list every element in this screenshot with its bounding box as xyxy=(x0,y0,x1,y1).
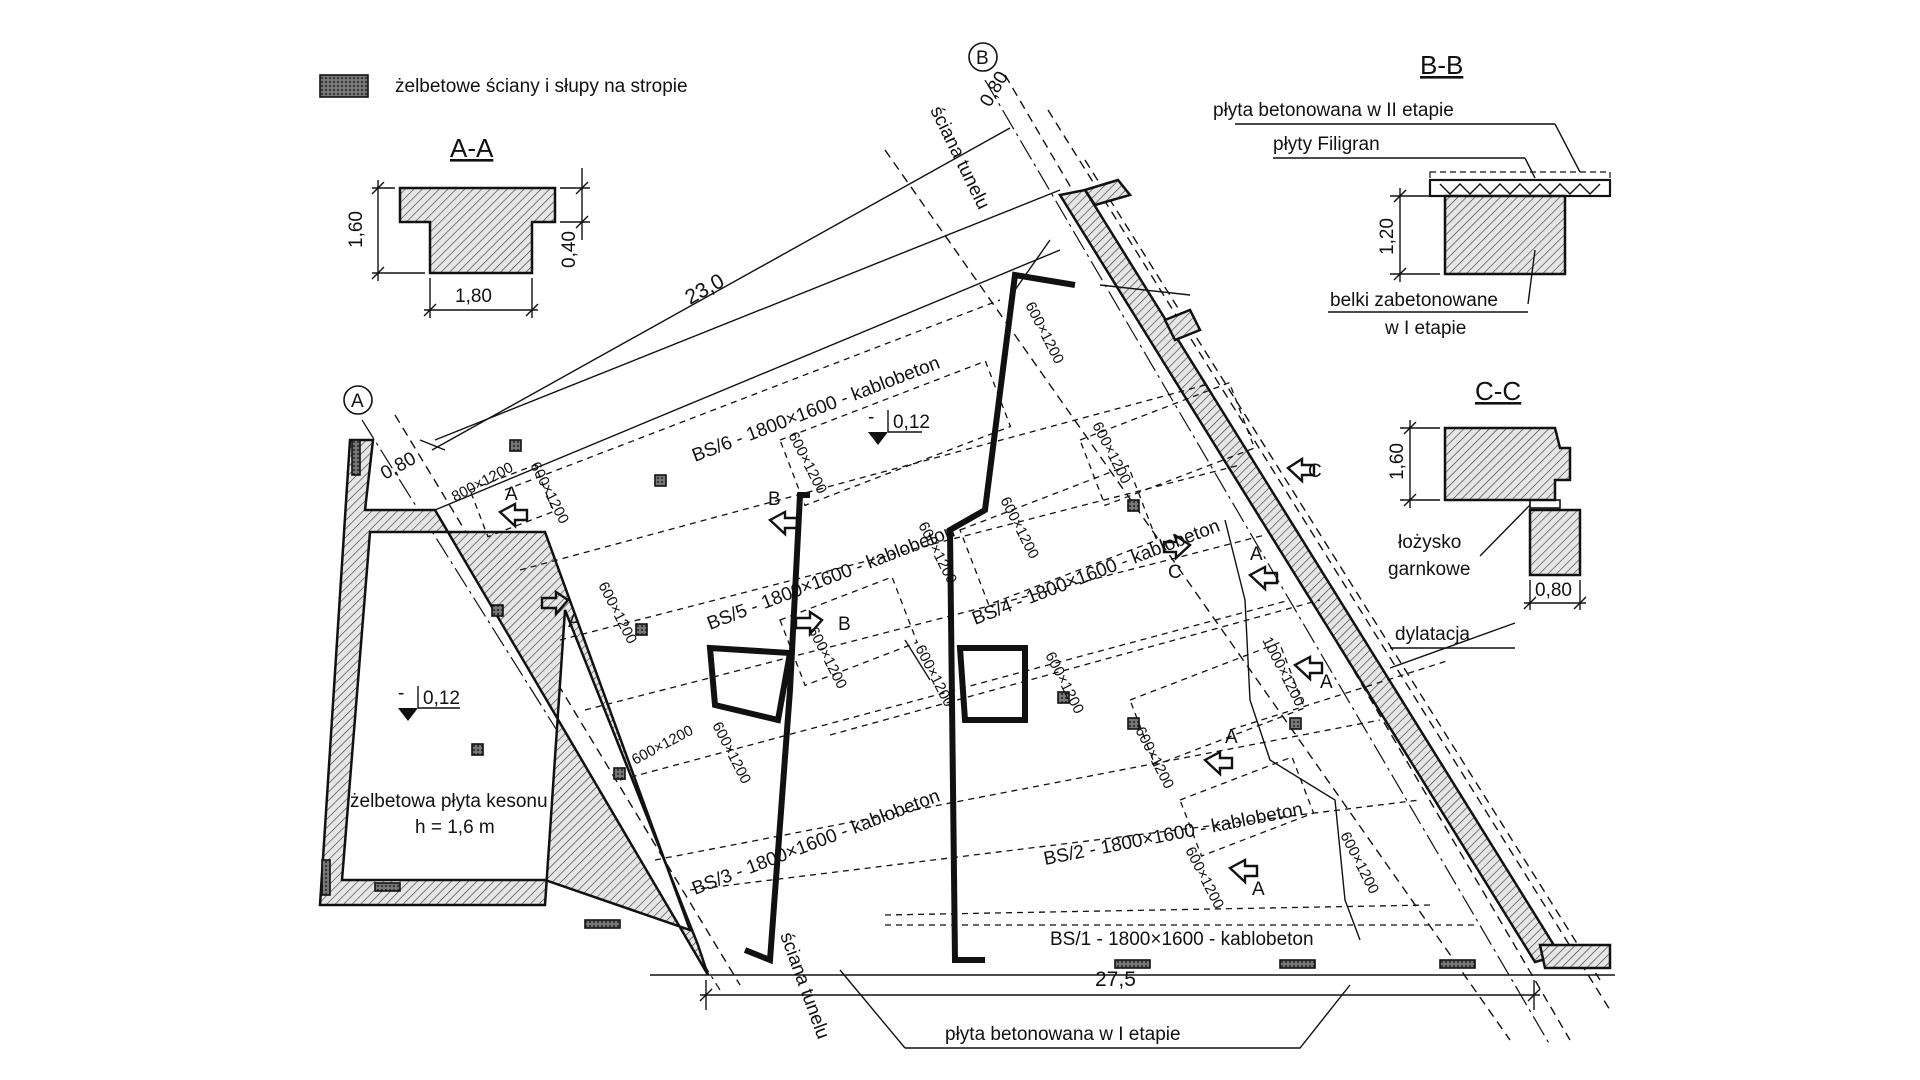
tunnel-wall-label-top: ściana tunelu xyxy=(926,103,994,213)
tunnel-wall-label-bottom: ściana tunelu xyxy=(775,930,833,1042)
section-cc-title: C-C xyxy=(1475,376,1521,406)
section-mark-a-6: A xyxy=(1252,879,1265,900)
section-mark-a-5: A xyxy=(1225,727,1238,748)
legend-swatch xyxy=(319,74,369,98)
section-mark-a-4: A xyxy=(1320,672,1333,693)
section-bb: B-B płyta betonowana w II etapie płyty F… xyxy=(1213,50,1612,339)
section-mark-a-2: A xyxy=(568,611,581,632)
section-mark-b-2: B xyxy=(838,614,851,635)
section-cc-label-bearing-2: garnkowe xyxy=(1388,559,1470,580)
dilatation-label: dylatacja xyxy=(1395,624,1470,645)
section-aa-shape xyxy=(398,186,557,275)
beam-label-bs1: BS/1 - 1800×1600 - kablobeton xyxy=(1050,929,1314,950)
beam-label-bs3: BS/3 - 1800×1600 - kablobeton xyxy=(689,786,943,900)
section-aa-dim-flange: 0,40 xyxy=(559,231,580,268)
section-aa-dim-width: 1,80 xyxy=(455,286,492,307)
tunnel-wall-inner-right xyxy=(946,271,1076,963)
caisson-label-2: h = 1,6 m xyxy=(415,817,495,838)
section-mark-a-1: A xyxy=(505,484,518,505)
dim-bottom: 27,5 xyxy=(1095,968,1136,991)
opening-label-2: 600×1200 xyxy=(594,579,640,647)
section-mark-a-3: A xyxy=(1250,544,1263,565)
level-sign-1: - xyxy=(868,407,874,428)
section-bb-label-top: płyta betonowana w II etapie xyxy=(1213,100,1454,121)
beam-label-bs5: BS/5 - 1800×1600 - kablobeton xyxy=(704,521,958,635)
level-sign-2: - xyxy=(398,683,404,704)
opening-label-13: 600×1200 xyxy=(1131,724,1177,792)
axis-b-label: B xyxy=(976,48,989,69)
section-cc: C-C 1,60 łożysko garnkowe 0,80 xyxy=(1387,376,1587,610)
opening-right xyxy=(956,645,1028,723)
opening-left xyxy=(706,644,794,724)
section-bb-label-beams-2: w I etapie xyxy=(1384,318,1466,339)
section-cc-dim-height: 1,60 xyxy=(1387,443,1408,480)
section-bb-beam xyxy=(1443,194,1567,276)
section-bb-title: B-B xyxy=(1420,50,1463,80)
section-aa: A-A 1,60 1,80 0,40 xyxy=(346,133,590,318)
section-cc-support xyxy=(1528,508,1582,577)
section-marks: A A B B C C A A A A xyxy=(497,456,1333,900)
tunnel-wall-inner-left xyxy=(743,492,810,965)
axis-a-bubble xyxy=(343,385,373,415)
section-mark-b-1: B xyxy=(768,489,781,510)
opening-label-1: 600×1200 xyxy=(526,459,572,527)
opening-label-12: 600×1200 xyxy=(1041,649,1087,717)
dim-top: 23,0 xyxy=(681,269,728,309)
axis-a-label: A xyxy=(351,391,364,412)
axis-b-bubble xyxy=(968,42,998,72)
section-bb-label-beams-1: belki zabetonowane xyxy=(1330,290,1498,311)
beam-label-bs6: BS/6 - 1800×1600 - kablobeton xyxy=(689,353,943,467)
caisson-walls xyxy=(318,438,710,976)
section-bb-label-filigran: płyty Filigran xyxy=(1273,134,1380,155)
slab-stage1-label: płyta betonowana w I etapie xyxy=(945,1024,1181,1045)
opening-label-6: 600×1200 xyxy=(708,719,754,787)
section-mark-c-2: C xyxy=(1168,562,1182,583)
opening-label-10: 600×1200 xyxy=(996,494,1042,562)
dim-b-offset: 0,80 xyxy=(976,68,1013,111)
legend: żelbetowe ściany i słupy na stropie xyxy=(319,74,688,98)
opening-label-14: 600×1200 xyxy=(1181,844,1227,912)
beam-label-bs2: BS/2 - 1800×1600 - kablobeton xyxy=(1042,799,1305,870)
opening-label-7: 600×1200 xyxy=(1021,299,1067,367)
section-cc-beam xyxy=(1443,426,1572,502)
axis-line-b xyxy=(984,79,1551,1046)
section-bb-dim-height: 1,20 xyxy=(1377,218,1398,255)
section-cc-dim-width: 0,80 xyxy=(1535,580,1572,601)
level-1: 0,12 xyxy=(893,412,930,433)
level-marker-1: - 0,12 xyxy=(868,407,930,445)
opening-label-8: 600×1200 xyxy=(1088,419,1134,487)
section-mark-c-1: C xyxy=(1308,461,1322,482)
level-marker-2: - 0,12 xyxy=(398,683,460,721)
beam-label-bs4: BS/4 - 1800×1600 - kablobeton xyxy=(969,516,1223,630)
opening-label-5: 600×1200 xyxy=(629,722,696,769)
section-aa-dim-height: 1,60 xyxy=(346,211,367,248)
opening-label-3: 600×1200 xyxy=(784,429,830,497)
level-2: 0,12 xyxy=(423,688,460,709)
legend-label: żelbetowe ściany i słupy na stropie xyxy=(395,76,688,97)
section-aa-title: A-A xyxy=(450,133,494,163)
caisson-label-1: żelbetowa płyta kesonu xyxy=(350,791,548,812)
section-cc-label-bearing-1: łożysko xyxy=(1398,532,1461,553)
